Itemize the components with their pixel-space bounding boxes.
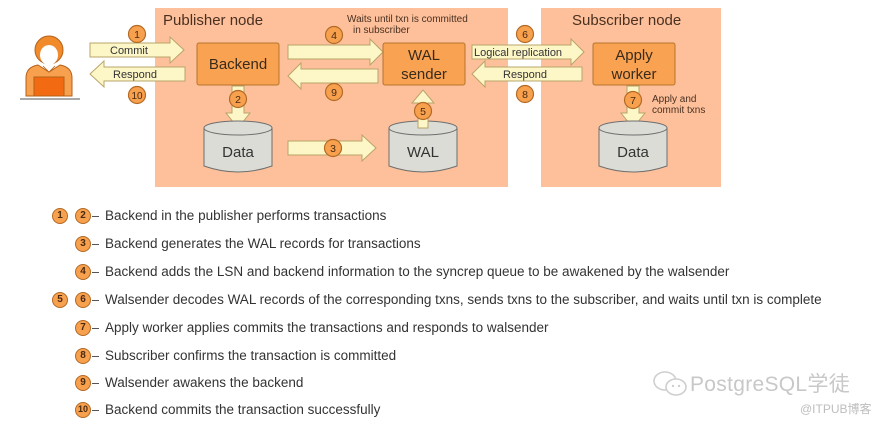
subscriber-data-label: Data: [617, 144, 649, 161]
legend-text: Apply worker applies commits the transac…: [105, 320, 549, 335]
svg-text:7: 7: [630, 95, 636, 107]
watermark-title: PostgreSQL学徒: [690, 373, 850, 396]
step-badge-6: 6: [515, 24, 535, 44]
backend-box: Backend: [196, 42, 280, 86]
legend-badge-3: 3: [75, 236, 91, 252]
subscriber-respond-label: Respond: [503, 69, 547, 81]
apply-note-line2: commit txns: [652, 105, 705, 116]
publisher-node-title: Publisher node: [163, 12, 263, 29]
legend-text: Backend in the publisher performs transa…: [105, 208, 387, 223]
svg-text:9: 9: [331, 87, 337, 99]
commit-arrow: Commit: [89, 35, 185, 65]
step-badge-1: 1: [127, 24, 147, 44]
legend-badge-10: 10: [75, 402, 91, 418]
legend-dash: [92, 272, 99, 273]
legend-badge-5: 5: [52, 292, 68, 308]
legend-dash: [92, 328, 99, 329]
legend-badge-6: 6: [75, 292, 91, 308]
svg-text:8: 8: [522, 89, 528, 101]
apply-worker-label-1: Apply: [615, 47, 653, 64]
step-badge-2: 2: [228, 89, 248, 109]
step-badge-5: 5: [413, 101, 433, 121]
apply-worker-box: Apply worker: [592, 42, 676, 86]
step-badge-10: 10: [127, 85, 147, 105]
legend-badge-8: 8: [75, 348, 91, 364]
svg-text:1: 1: [134, 29, 140, 41]
watermark-source: @ITPUB博客: [800, 402, 872, 416]
legend-badge-7: 7: [75, 320, 91, 336]
wal-sender-label-1: WAL: [408, 47, 440, 64]
logical-replication-label: Logical replication: [474, 47, 562, 59]
commit-label: Commit: [110, 45, 148, 57]
legend-badge-9: 9: [75, 375, 91, 391]
legend-text: Walsender decodes WAL records of the cor…: [105, 292, 822, 307]
step-badge-4: 4: [324, 25, 344, 45]
publisher-data-cylinder: Data: [203, 120, 273, 173]
svg-text:3: 3: [330, 143, 336, 155]
legend-badge-4: 4: [75, 264, 91, 280]
legend-badge-2: 2: [75, 208, 91, 224]
walsender-to-backend-arrow: [287, 61, 379, 91]
step-badge-3: 3: [323, 138, 343, 158]
logical-replication-arrow: Logical replication: [471, 37, 585, 67]
wait-note-line1: Waits until txn is committed: [347, 14, 468, 25]
apply-worker-label-2: worker: [610, 66, 656, 83]
legend-text: Backend adds the LSN and backend informa…: [105, 264, 730, 279]
replication-diagram: Publisher node Subscriber node Commit Re…: [20, 8, 721, 187]
subscriber-node-title: Subscriber node: [572, 12, 681, 29]
svg-text:10: 10: [131, 91, 143, 102]
wal-cylinder: WAL: [388, 120, 458, 173]
step-badge-7: 7: [623, 90, 643, 110]
user-at-laptop-icon: [20, 35, 80, 100]
legend-dash: [92, 300, 99, 301]
legend-dash: [92, 216, 99, 217]
subscriber-data-cylinder: Data: [598, 120, 668, 173]
step-badge-9: 9: [324, 82, 344, 102]
legend-dash: [92, 356, 99, 357]
wait-note-line2: in subscriber: [353, 25, 410, 36]
svg-text:5: 5: [420, 106, 426, 118]
wal-sender-label-2: sender: [401, 66, 447, 83]
step-badge-8: 8: [515, 84, 535, 104]
backend-label: Backend: [209, 56, 267, 73]
apply-note-line1: Apply and: [652, 94, 696, 105]
legend-dash: [92, 410, 99, 411]
respond-label: Respond: [113, 69, 157, 81]
wal-label: WAL: [407, 144, 439, 161]
wal-sender-box: WAL sender: [382, 42, 466, 86]
subscriber-respond-arrow: Respond: [471, 59, 583, 89]
legend-dash: [92, 383, 99, 384]
wechat-icon: [653, 371, 687, 396]
publisher-data-label: Data: [222, 144, 254, 161]
legend-text: Backend commits the transaction successf…: [105, 402, 381, 417]
svg-text:4: 4: [331, 30, 337, 42]
legend-badge-1: 1: [52, 208, 68, 224]
respond-arrow: Respond: [89, 59, 186, 89]
legend-dash: [92, 244, 99, 245]
steps-legend: 1 2 Backend in the publisher performs tr…: [0, 200, 890, 429]
svg-text:6: 6: [522, 29, 528, 41]
legend-text: Backend generates the WAL records for tr…: [105, 236, 421, 251]
legend-text: Subscriber confirms the transaction is c…: [105, 348, 397, 363]
legend-text: Walsender awakens the backend: [105, 375, 304, 390]
backend-to-walsender-arrow: [287, 37, 384, 67]
svg-text:2: 2: [235, 94, 241, 106]
